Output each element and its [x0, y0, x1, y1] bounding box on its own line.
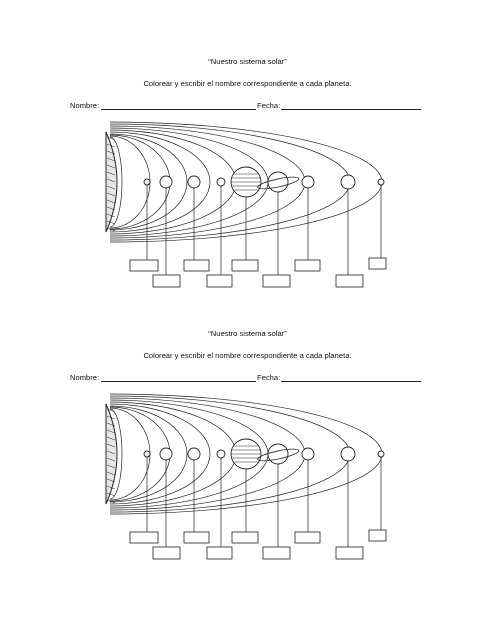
planet-7	[301, 175, 315, 189]
answer-box-3	[183, 259, 210, 272]
worksheet-bottom: “Nuestro sistema solar” Colorear y escri…	[0, 272, 495, 592]
planet-9	[377, 450, 385, 458]
answer-box-7	[294, 531, 321, 544]
orbit-line	[109, 403, 211, 505]
sun-hatch	[106, 436, 116, 441]
planet-1	[143, 178, 151, 186]
sun-shape	[105, 403, 118, 505]
sun-hatch	[106, 499, 116, 504]
sun-hatch	[106, 150, 116, 155]
sun-hatch	[106, 422, 116, 427]
answer-box-6	[262, 546, 291, 560]
sun-hatch	[106, 178, 116, 183]
sun-hatch	[106, 408, 116, 413]
sun-hatch	[106, 457, 116, 462]
sun-hatch	[106, 206, 116, 211]
worksheet-title: “Nuestro sistema solar”	[208, 57, 287, 66]
sun-hatch	[106, 443, 116, 448]
date-blank[interactable]	[281, 381, 421, 382]
planet-7	[301, 447, 315, 461]
sun-hatch	[106, 464, 116, 469]
orbit-line	[109, 405, 188, 503]
sun-hatch	[106, 450, 116, 455]
planet-2	[159, 175, 173, 189]
sun-hatch	[106, 136, 116, 141]
orbit-line	[109, 131, 211, 233]
answer-box-6	[262, 274, 291, 288]
answer-box-8	[335, 274, 364, 288]
sun-hatch	[106, 492, 116, 497]
planet-ring	[257, 176, 300, 190]
sun-hatch	[106, 478, 116, 483]
answer-box-2	[152, 274, 181, 288]
sun-hatch	[106, 171, 116, 176]
sun-shape	[105, 131, 118, 233]
sun-hatch	[106, 185, 116, 190]
date-label: Fecha:	[257, 101, 281, 110]
date-blank[interactable]	[281, 109, 421, 110]
worksheet-instruction: Colorear y escribir el nombre correspond…	[143, 79, 352, 88]
sun-hatch	[106, 227, 116, 232]
planet-2	[159, 447, 173, 461]
worksheet-top: “Nuestro sistema solar” Colorear y escri…	[70, 57, 425, 288]
date-label: Fecha:	[257, 373, 281, 382]
sun-hatch	[106, 213, 116, 218]
sun-hatch	[106, 220, 116, 225]
name-date-row: Nombre: Fecha:	[70, 100, 425, 112]
planet-1	[143, 450, 151, 458]
sun-hatch	[106, 164, 116, 169]
planet-8	[340, 446, 356, 462]
orbit-line	[109, 408, 123, 500]
planet-3	[187, 447, 201, 461]
planet-3	[187, 175, 201, 189]
planet-9	[377, 178, 385, 186]
sun-hatch	[106, 199, 116, 204]
sun-hatch	[106, 157, 116, 162]
answer-box-1	[129, 531, 159, 544]
solar-system-diagram	[105, 121, 387, 288]
answer-box-5	[231, 259, 259, 272]
name-blank[interactable]	[101, 109, 256, 110]
orbit-line	[109, 133, 188, 231]
planet-8	[340, 174, 356, 190]
planet-ring	[257, 448, 300, 462]
answer-box-3	[183, 531, 210, 544]
name-label: Nombre:	[70, 373, 100, 382]
answer-box-9	[368, 257, 387, 270]
name-date-row: Nombre: Fecha:	[70, 372, 425, 384]
planet-4	[216, 177, 226, 187]
answer-box-4	[206, 274, 233, 288]
answer-box-7	[294, 259, 321, 272]
answer-box-4	[206, 546, 233, 560]
sun-hatch	[106, 192, 116, 197]
planet-6	[267, 443, 289, 465]
worksheet-title: “Nuestro sistema solar”	[208, 329, 287, 338]
worksheet-instruction: Colorear y escribir el nombre correspond…	[143, 351, 352, 360]
sun-hatch	[106, 429, 116, 434]
sun-hatch	[106, 415, 116, 420]
answer-box-9	[368, 529, 387, 542]
sun-hatch	[106, 485, 116, 490]
sun-hatch	[106, 143, 116, 148]
name-label: Nombre:	[70, 101, 100, 110]
orbit-line	[109, 136, 123, 228]
planet-4	[216, 449, 226, 459]
answer-box-8	[335, 546, 364, 560]
planet-6	[267, 171, 289, 193]
answer-box-2	[152, 546, 181, 560]
name-blank[interactable]	[101, 381, 256, 382]
sun-hatch	[106, 471, 116, 476]
solar-system-diagram	[105, 393, 387, 560]
answer-box-1	[129, 259, 159, 272]
answer-box-5	[231, 531, 259, 544]
